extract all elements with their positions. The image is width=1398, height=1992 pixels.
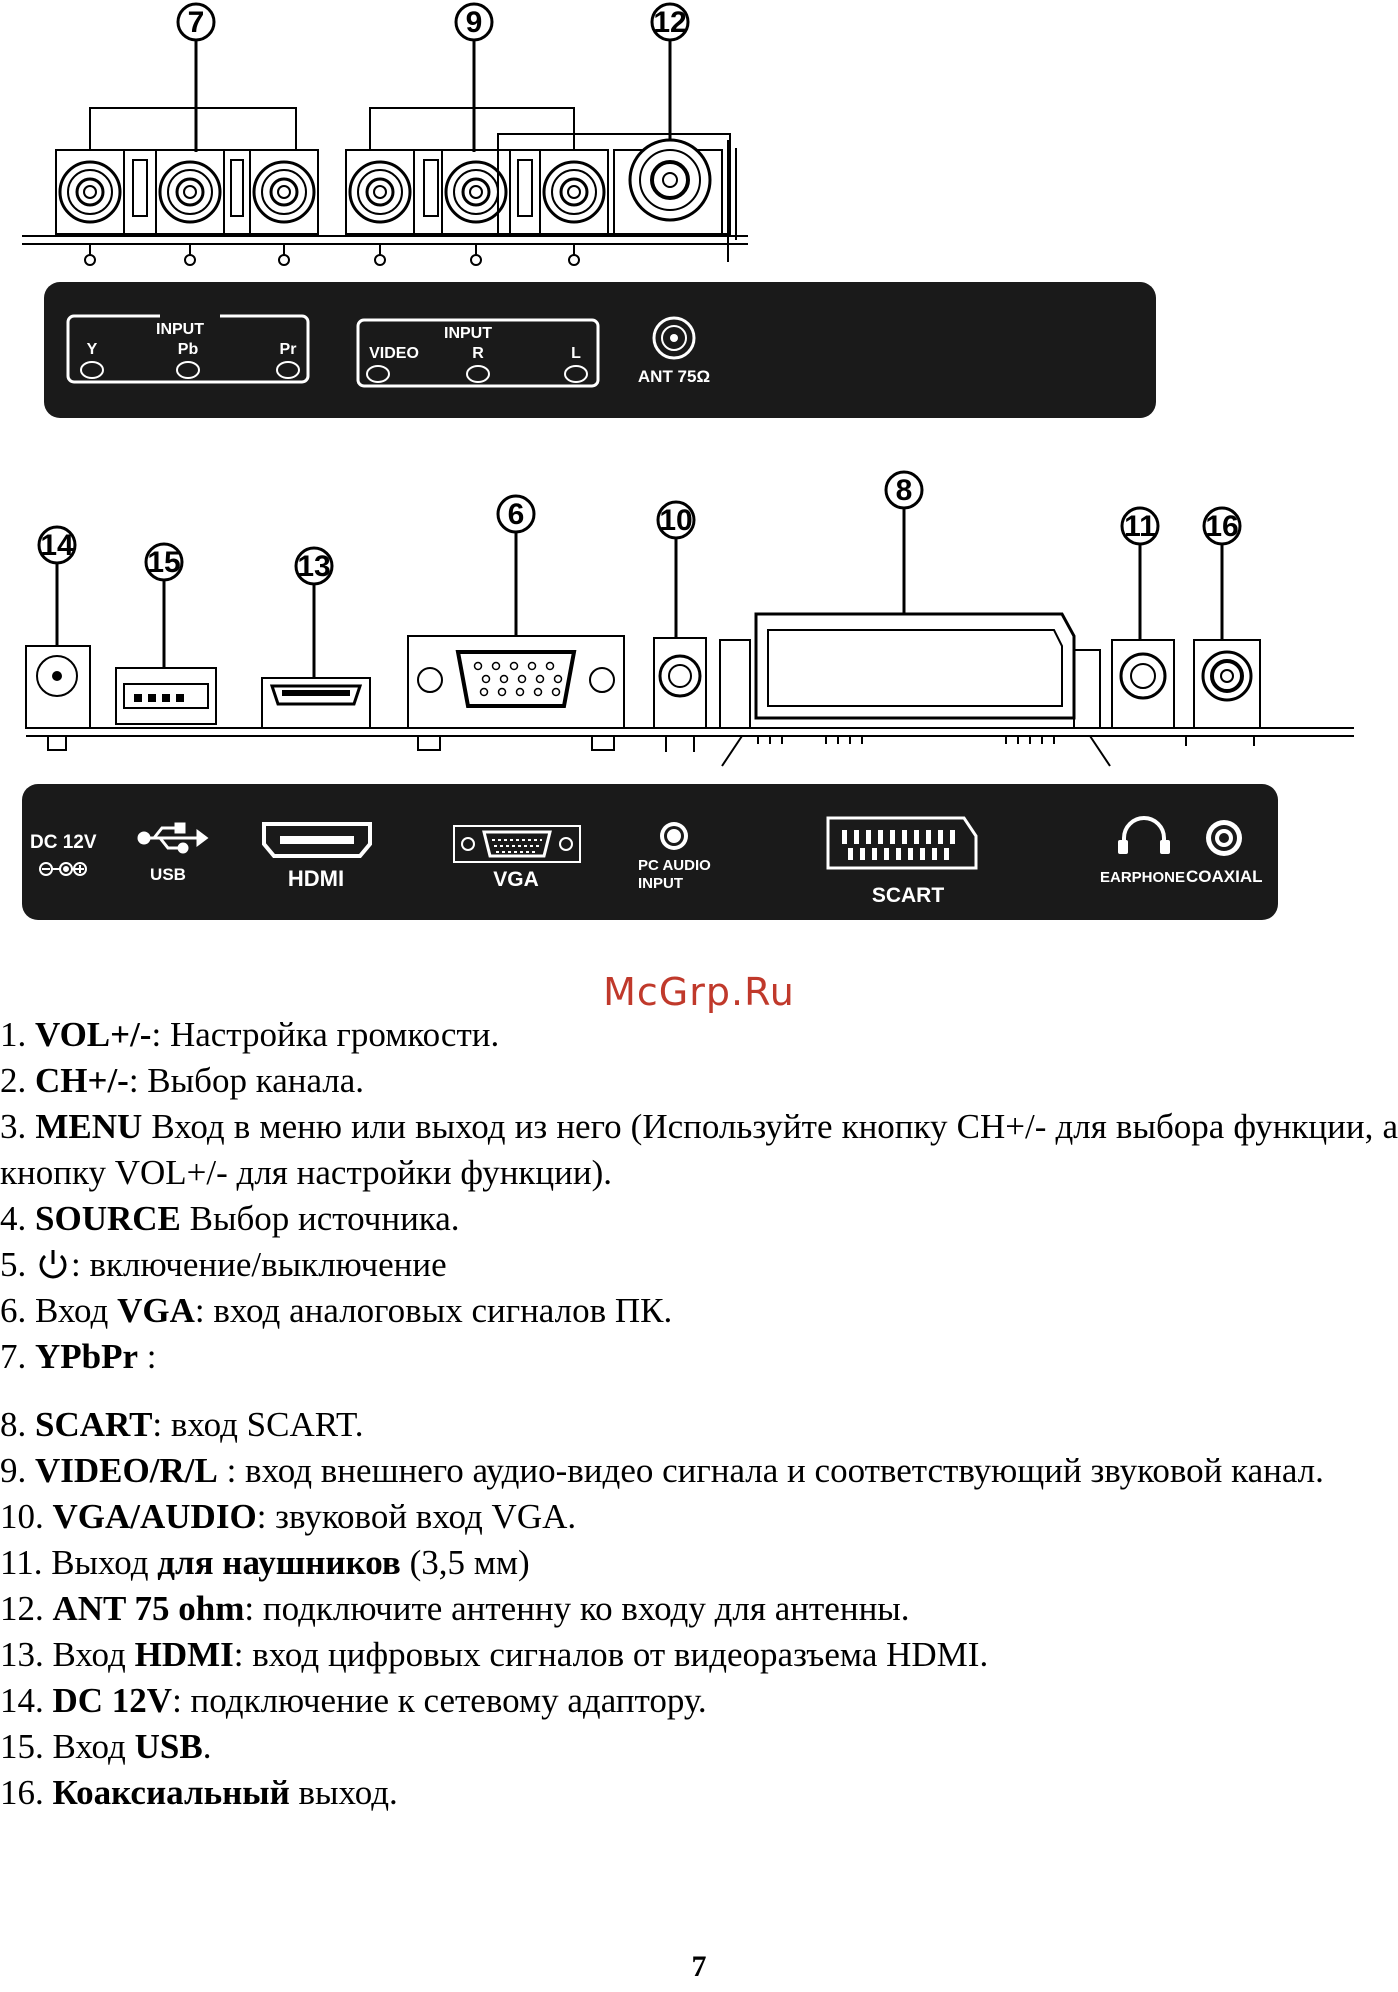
svg-text:10: 10 <box>659 504 692 537</box>
svg-text:USB: USB <box>150 865 186 884</box>
svg-text:14: 14 <box>40 529 74 562</box>
bottom-label-panel: DC 12V USB HDMI VGA <box>22 784 1278 920</box>
callout-10: 10 <box>656 500 696 638</box>
callout-13: 13 <box>294 546 334 678</box>
legend-item-16: 16. Коаксиальный выход. <box>0 1773 398 1812</box>
legend-item-5: 5. : включение/выключение <box>0 1245 447 1284</box>
antenna-jack <box>497 133 737 262</box>
legend-item-1: 1. VOL+/-: Настройка громкости. <box>0 1015 500 1054</box>
svg-text:R: R <box>472 345 484 362</box>
legend-item-10: 10. VGA/AUDIO: звуковой вход VGA. <box>0 1497 577 1536</box>
svg-text:Pr: Pr <box>280 341 297 358</box>
legend-item-12: 12. ANT 75 ohm: подключите антенну ко вх… <box>0 1589 910 1628</box>
svg-text:VIDEO: VIDEO <box>369 345 419 362</box>
callout-11: 11 <box>1120 506 1160 640</box>
callout-14: 14 <box>37 525 77 646</box>
callout-8: 8 <box>884 470 924 614</box>
connector-legend: 1. VOL+/-: Настройка громкости. 2. CH+/-… <box>0 1012 1398 1816</box>
svg-text:PC AUDIO: PC AUDIO <box>638 857 711 874</box>
watermark: McGrp.Ru <box>603 970 795 1014</box>
top-board-drawing <box>22 133 748 266</box>
svg-text:INPUT: INPUT <box>638 875 683 892</box>
callout-9: 9 <box>369 2 575 152</box>
power-icon <box>39 1250 67 1279</box>
svg-text:SCART: SCART <box>872 884 945 907</box>
ypbpr-jacks <box>54 148 320 266</box>
legend-item-11: 11. Выход для наушников (3,5 мм) <box>0 1543 530 1582</box>
svg-text:9: 9 <box>466 6 483 39</box>
svg-text:13: 13 <box>297 550 330 583</box>
svg-text:11: 11 <box>1124 510 1156 543</box>
bottom-board-drawing <box>25 612 1354 767</box>
svg-text:DC 12V: DC 12V <box>30 832 97 853</box>
top-label-panel: INPUT Y Pb Pr INPUT VIDEO R L ANT 75Ω <box>44 282 1156 418</box>
svg-text:ANT 75Ω: ANT 75Ω <box>638 367 710 386</box>
legend-item-6: 6. Вход VGA: вход аналоговых сигналов ПК… <box>0 1291 673 1330</box>
svg-text:EARPHONE: EARPHONE <box>1100 869 1185 886</box>
page-number: 7 <box>691 1950 707 1983</box>
av-jacks <box>344 148 610 266</box>
scart-icon <box>826 816 978 870</box>
legend-item-2: 2. CH+/-: Выбор канала. <box>0 1061 365 1100</box>
hdmi-icon <box>262 822 372 858</box>
legend-item-14: 14. DC 12V: подключение к сетевому адапт… <box>0 1681 707 1720</box>
legend-item-8: 8. SCART: вход SCART. <box>0 1405 364 1444</box>
usb-icon <box>137 822 209 854</box>
svg-text:VGA: VGA <box>493 868 539 891</box>
legend-item-7: 7. YPbPr : <box>0 1337 157 1376</box>
svg-text:INPUT: INPUT <box>444 325 492 342</box>
connector-diagram: 7 9 12 INPUT Y Pb Pr INPUT VIDEO R L <box>22 2 1354 920</box>
dc-polarity-icon <box>39 862 87 876</box>
svg-text:6: 6 <box>508 498 525 531</box>
callout-12: 12 <box>650 2 690 140</box>
legend-item-9: 9. VIDEO/R/L : вход внешнего аудио-видео… <box>0 1451 1324 1490</box>
svg-text:7: 7 <box>188 6 205 39</box>
vga-icon <box>453 825 581 863</box>
svg-text:15: 15 <box>147 546 180 579</box>
callout-6: 6 <box>496 494 536 636</box>
svg-text:INPUT: INPUT <box>156 321 204 338</box>
headphone-icon <box>1118 816 1170 854</box>
svg-text:16: 16 <box>1205 510 1238 543</box>
legend-item-4: 4. SOURCE Выбор источника. <box>0 1199 460 1238</box>
svg-text:COAXIAL: COAXIAL <box>1186 867 1263 886</box>
svg-text:Pb: Pb <box>178 341 199 358</box>
callout-15: 15 <box>144 542 184 668</box>
svg-text:L: L <box>571 345 581 362</box>
legend-item-3: 3. MENU Вход в меню или выход из него (И… <box>0 1107 1398 1192</box>
callout-16: 16 <box>1202 506 1242 640</box>
svg-text:Y: Y <box>87 341 98 358</box>
legend-item-13: 13. Вход HDMI: вход цифровых сигналов от… <box>0 1635 989 1674</box>
svg-text:12: 12 <box>653 6 686 39</box>
legend-item-15: 15. Вход USB. <box>0 1727 212 1766</box>
callout-7: 7 <box>89 2 297 152</box>
svg-text:HDMI: HDMI <box>288 866 344 891</box>
svg-text:8: 8 <box>896 474 913 507</box>
coaxial-icon <box>1206 820 1242 856</box>
